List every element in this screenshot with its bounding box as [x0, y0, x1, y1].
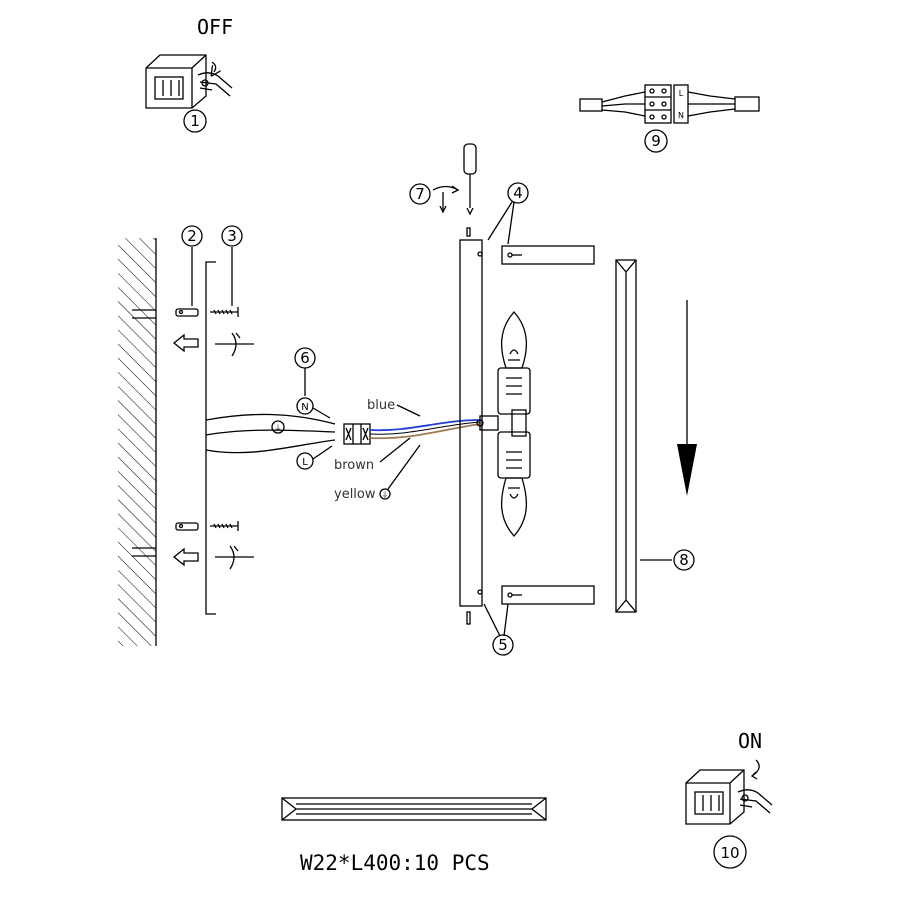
neutral-terminal-label: N [301, 402, 308, 413]
screwdriver-step: 7 [409, 143, 477, 216]
diffuser-cover [615, 259, 637, 613]
yellow-wire-label: yellow [334, 487, 376, 502]
wire-connector [343, 423, 371, 445]
anchor-top-icon [175, 308, 199, 317]
tube-graphic [281, 797, 547, 821]
wall-anchors: 2 3 [132, 225, 243, 557]
hand-icon [737, 759, 773, 814]
wiring-step: 6 N L [294, 347, 333, 470]
lamp-bulbs [497, 311, 531, 537]
arrow-left-icon [172, 333, 199, 353]
switch-box-icon [685, 769, 745, 825]
live-terminal-label: L [302, 457, 308, 468]
screwdriver-icon [463, 143, 477, 216]
wall [118, 238, 157, 646]
rotate-arrow-icon [432, 185, 460, 214]
terminal-n-label: N [678, 111, 684, 120]
on-label: ON [738, 729, 762, 753]
brown-wire-label: brown [334, 458, 374, 473]
mounting-bracket [205, 261, 216, 615]
switch-on-step: ON 10 [685, 729, 773, 869]
step-2-number: 2 [187, 227, 197, 245]
rotate-icon [215, 545, 254, 570]
step-9-number: 9 [651, 132, 661, 150]
terminal-block-icon: L N [579, 84, 760, 124]
step-7-number: 7 [415, 185, 425, 203]
step-5-number: 5 [498, 636, 508, 654]
power-cable: ⏚ [205, 413, 336, 454]
lamp-backplate [459, 227, 499, 625]
arrow-down-icon [677, 300, 697, 496]
end-cap-top [501, 245, 595, 265]
off-label: OFF [197, 15, 233, 39]
screw-top-icon [210, 307, 239, 317]
direction-arrows [172, 332, 254, 570]
diffuser-step: 8 [615, 259, 697, 613]
step-8-number: 8 [679, 551, 689, 569]
ground-symbol: ⏚ [382, 491, 389, 499]
bulb-top-icon [497, 311, 531, 415]
terminal-l-label: L [679, 89, 684, 98]
step-4-number: 4 [513, 184, 523, 202]
arrow-left-icon [172, 547, 199, 567]
blue-wire [369, 419, 481, 432]
brown-wire [369, 423, 481, 440]
anchor-bottom-icon [175, 522, 199, 531]
switch-off-step: OFF 1 [145, 15, 233, 133]
end-caps: 4 5 [483, 182, 595, 656]
terminal-block-step: L N 9 [579, 84, 760, 153]
step-3-number: 3 [227, 227, 237, 245]
yellow-wire [369, 421, 481, 435]
blue-wire-label: blue [367, 398, 395, 413]
hand-icon [197, 61, 233, 97]
wire-labels: blue brown yellow ⏚ [334, 398, 421, 502]
ground-symbol: ⏚ [275, 424, 282, 432]
switch-box-icon [145, 54, 207, 109]
screw-bottom-icon [210, 521, 239, 531]
lamp-wires [369, 419, 481, 440]
rotate-icon [215, 332, 254, 357]
end-cap-bottom [501, 585, 595, 605]
spec-label: W22*L400:10 PCS [300, 851, 490, 875]
bulb-bottom-icon [497, 431, 531, 537]
step-10-number: 10 [720, 844, 739, 862]
step-1-number: 1 [190, 112, 200, 130]
step-6-number: 6 [300, 349, 310, 367]
